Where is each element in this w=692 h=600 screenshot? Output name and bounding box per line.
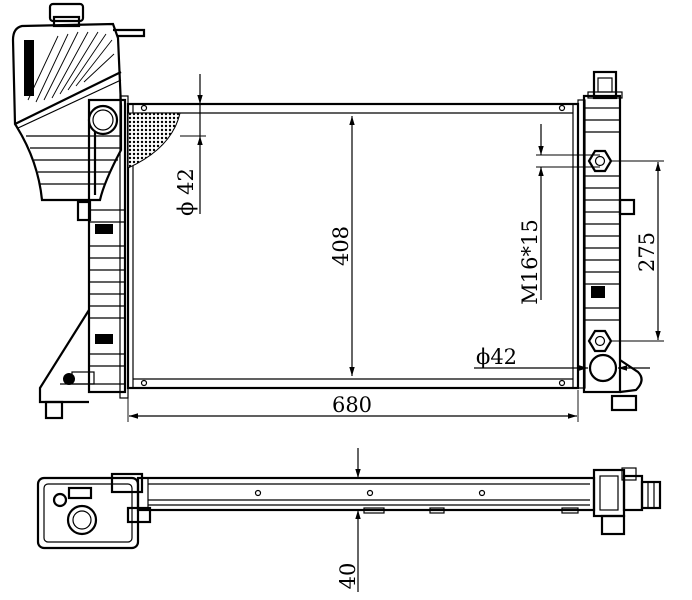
top-view: 40 [36,448,662,592]
right-tank [577,70,643,412]
radiator-core [126,102,580,390]
height-dimension: 408 [329,116,355,376]
left-tank [38,95,129,420]
thread-label: M16*15 [518,219,542,304]
expansion-tank-hatch [24,31,115,103]
thickness-dimension: 40 [336,448,361,592]
front-view: 680 408 ϕ 42 M16*15 [11,2,664,422]
top-view-core [136,476,596,514]
mount-spacing-label: 275 [635,232,659,272]
width-dimension-label: 680 [332,393,372,417]
upper-mount-bolt [587,149,613,173]
top-view-tank [36,472,152,550]
inlet-diameter-dimension: ϕ 42 [174,74,206,216]
left-tank-ribs [89,209,125,367]
lower-mount-bolt [587,329,613,353]
top-view-right-tank [592,467,662,536]
mount-spacing-dimension: 275 [612,160,664,342]
expansion-tank [11,2,146,202]
expansion-tank-ribs [26,135,121,185]
right-tank-ribs [584,107,620,321]
outlet-diameter-dimension: ϕ42 [474,345,650,371]
outlet-diameter-label: ϕ42 [476,345,517,369]
width-dimension: 680 [127,390,579,422]
thickness-label: 40 [336,563,360,590]
height-dimension-label: 408 [329,226,353,266]
inlet-diameter-label: ϕ 42 [174,168,198,216]
thread-dimension: M16*15 [518,124,600,305]
